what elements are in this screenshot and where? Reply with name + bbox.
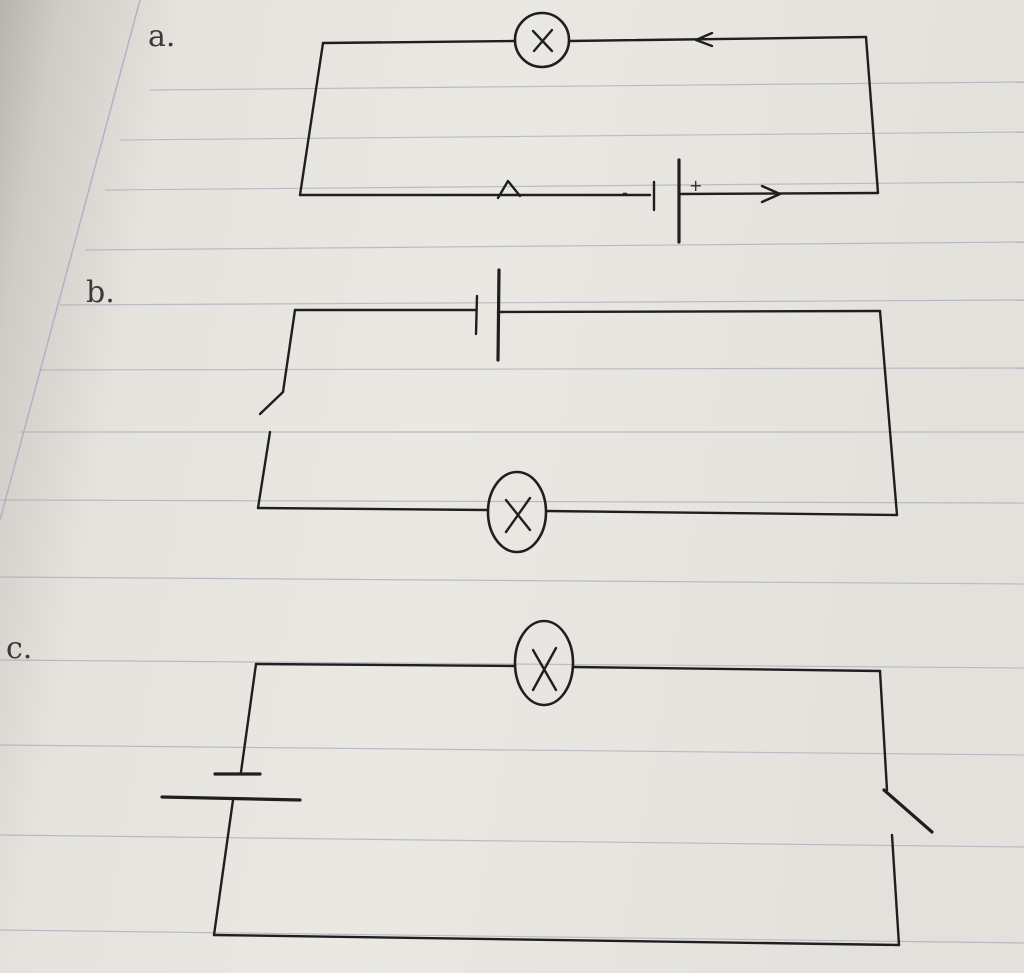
circuit-a: a. - + xyxy=(148,11,880,244)
circuit-b-top-wire-right xyxy=(496,309,882,314)
circuit-c-top-wire-right xyxy=(571,665,882,673)
label-b: b. xyxy=(86,275,115,310)
circuit-c-bottom-wire xyxy=(212,933,901,947)
minus-sign: - xyxy=(622,183,628,202)
circuit-c-left-wire-upper xyxy=(239,662,258,774)
circuit-c: c. xyxy=(6,619,934,947)
circuit-b-left-wire-lower xyxy=(256,430,272,510)
circuit-a-cell: - + xyxy=(622,158,702,244)
circuit-c-left-wire-lower xyxy=(212,798,235,937)
circuit-b-switch xyxy=(258,390,285,416)
circuit-b-cell xyxy=(474,268,501,362)
circuit-b: b. xyxy=(86,268,899,554)
circuit-c-top-wire-left xyxy=(254,662,517,668)
plus-sign: + xyxy=(689,176,702,195)
circuit-a-right-wire xyxy=(864,35,880,195)
circuit-c-lamp xyxy=(513,619,575,707)
circuit-a-arrow-top xyxy=(694,31,714,48)
ruled-lines xyxy=(0,0,1024,944)
circuit-a-top-wire-left xyxy=(321,39,517,45)
label-a: a. xyxy=(148,19,175,54)
circuit-b-lamp xyxy=(486,470,548,554)
circuit-c-cell xyxy=(160,772,302,802)
circuit-a-arrow-bottom-right xyxy=(760,184,782,204)
circuit-a-arrow-bottom-left xyxy=(496,179,522,200)
circuit-b-bottom-wire-left xyxy=(256,506,490,512)
label-c: c. xyxy=(6,631,32,666)
circuit-c-right-wire-lower xyxy=(890,833,901,947)
circuit-b-right-wire xyxy=(878,309,899,517)
circuit-c-switch xyxy=(882,788,934,834)
circuit-b-left-wire-upper xyxy=(281,308,297,394)
circuit-c-right-wire-upper xyxy=(878,669,889,792)
circuit-b-bottom-wire-right xyxy=(544,509,899,517)
circuit-a-lamp xyxy=(513,11,571,69)
circuit-a-left-wire xyxy=(298,41,325,197)
circuit-a-top-wire-right xyxy=(568,35,868,43)
